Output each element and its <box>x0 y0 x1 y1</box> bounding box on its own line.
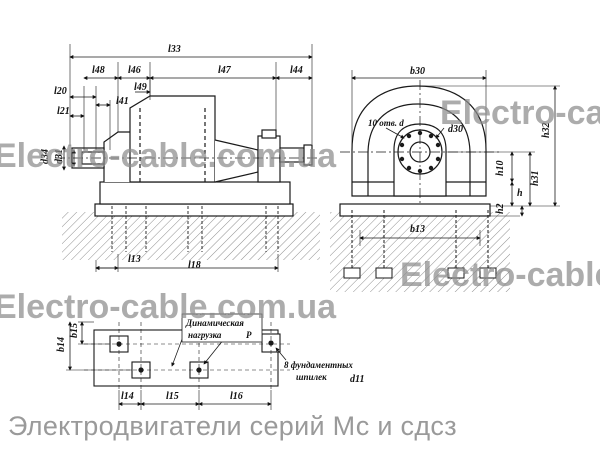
plan-view-labels: b15 b14 Динамическая нагрузка P 8 фундам… <box>56 318 364 402</box>
label-h2: h2 <box>495 203 506 214</box>
label-l14: l14 <box>121 391 134 402</box>
note-bolts-line2: шпилек <box>296 372 327 382</box>
label-d34: d34 <box>40 149 51 164</box>
side-view-labels: l33 l48 l46 l47 l44 l20 l49 l41 l21 d34 … <box>40 44 303 271</box>
plan-view <box>66 313 290 410</box>
watermarks: Electro-cable.com.ua Electro-cable.com.u… <box>0 94 600 326</box>
caption: Электродвигатели серий Мс и сдсз <box>8 411 457 441</box>
label-b13: b13 <box>410 224 425 235</box>
label-b30: b30 <box>410 66 425 77</box>
label-l48: l48 <box>92 65 105 76</box>
label-l46: l46 <box>128 65 141 76</box>
watermark-4: Electro-cable.com.ua <box>400 256 600 294</box>
label-l33: l33 <box>168 44 181 55</box>
label-l15: l15 <box>166 391 179 402</box>
watermark-1: Electro-cable.com.ua <box>0 137 337 175</box>
label-h: h <box>517 188 523 199</box>
end-foundation-bolts <box>343 210 497 279</box>
end-flange-holes <box>399 130 441 174</box>
load-note-box <box>181 313 263 343</box>
label-h31: h31 <box>530 170 541 186</box>
label-l16: l16 <box>230 391 243 402</box>
label-l41: l41 <box>116 96 129 107</box>
note-load-line1: Динамическая <box>185 318 244 328</box>
note-load-line2: нагрузка <box>188 330 222 340</box>
label-d30: d30 <box>448 124 463 135</box>
label-b15: b15 <box>69 323 80 338</box>
side-foundation-hatch <box>62 212 320 260</box>
label-l13: l13 <box>128 254 141 265</box>
label-l49: l49 <box>134 82 147 93</box>
label-l20: l20 <box>54 86 67 97</box>
side-bed-frame <box>99 181 291 205</box>
label-d11: d11 <box>350 374 364 385</box>
label-d31: d31 <box>54 149 65 164</box>
end-view <box>330 70 560 292</box>
side-foundation-bolts <box>111 206 279 252</box>
side-motor-body <box>129 95 216 183</box>
watermark-2: Electro-cable.com.ua <box>440 94 600 132</box>
label-h32: h32 <box>541 122 552 138</box>
side-base-plate <box>94 203 294 217</box>
end-stator-inner <box>367 103 471 196</box>
label-l21: l21 <box>57 106 70 117</box>
end-base-plate <box>339 203 491 217</box>
end-view-labels: b30 10 отв. d d30 b13 h32 h31 h10 h h2 <box>368 66 552 235</box>
label-l47: l47 <box>218 65 232 76</box>
note-load-p: P <box>246 330 252 340</box>
end-foundation-hatch <box>330 212 510 292</box>
side-view <box>55 44 320 272</box>
label-l18: l18 <box>188 260 201 271</box>
watermark-3: Electro-cable.com.ua <box>0 288 337 326</box>
note-holes: 10 отв. d <box>368 118 404 128</box>
label-l44: l44 <box>290 65 303 76</box>
label-h10: h10 <box>495 160 506 176</box>
label-b14: b14 <box>56 337 67 352</box>
note-bolts-line1: 8 фундаментных <box>284 360 353 370</box>
